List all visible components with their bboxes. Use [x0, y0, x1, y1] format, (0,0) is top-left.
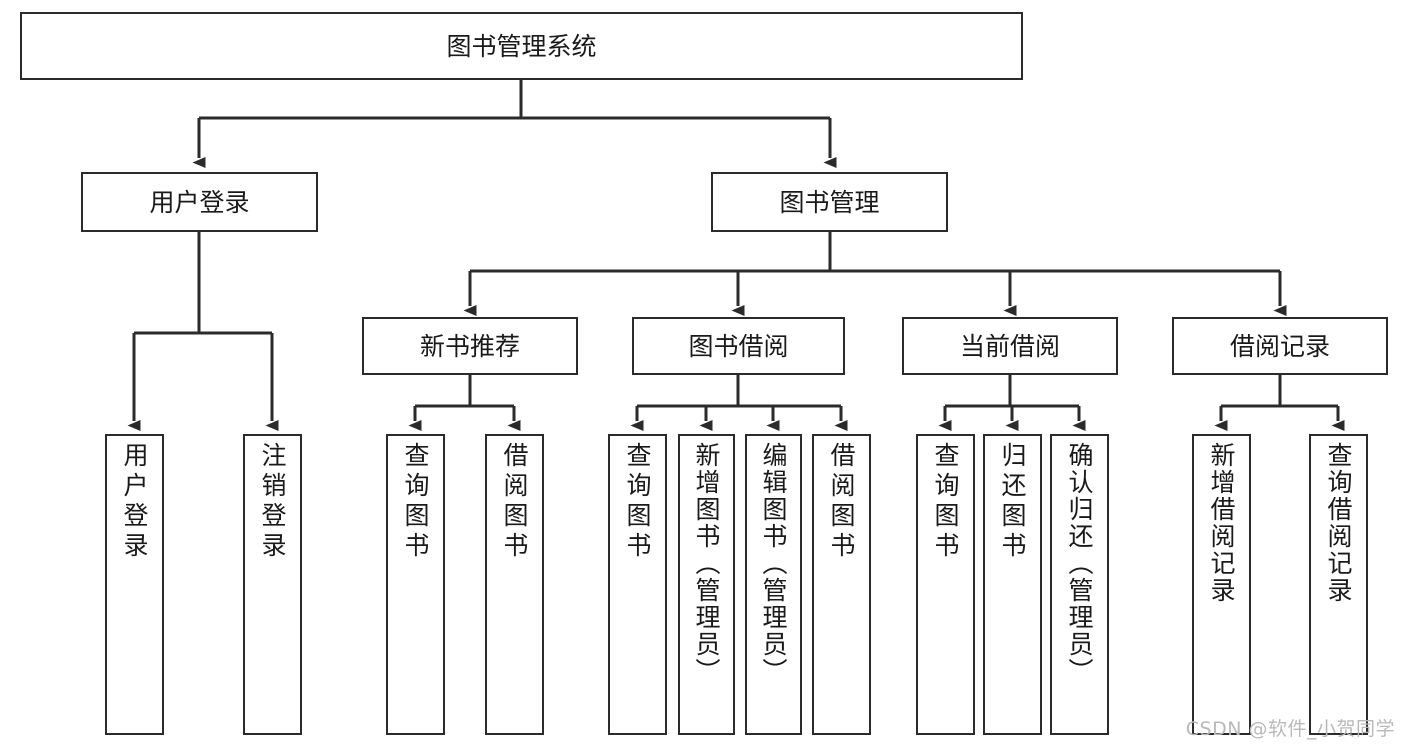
node-label: 用户登录 — [120, 442, 149, 562]
node-label: 确认归还（管理员） — [1065, 442, 1094, 685]
leaf-borrow-book-recommend[interactable]: 借阅图书 — [485, 434, 544, 735]
leaf-add-borrow-record[interactable]: 新增借阅记录 — [1192, 434, 1251, 735]
node-label: 借阅图书 — [827, 442, 856, 562]
node-label: 借阅图书 — [500, 442, 529, 562]
leaf-borrow-book-borrow[interactable]: 借阅图书 — [812, 434, 871, 735]
node-label: 新增图书（管理员） — [692, 442, 721, 685]
node-book-borrow[interactable]: 图书借阅 — [632, 317, 845, 375]
leaf-query-book-borrow[interactable]: 查询图书 — [608, 434, 667, 735]
node-label: 注销登录 — [258, 442, 287, 562]
csdn-watermark: CSDN @软件_小贺同学 — [1185, 718, 1395, 740]
node-label: 查询图书 — [931, 442, 960, 562]
node-label: 图书借阅 — [688, 331, 789, 361]
node-label: 查询借阅记录 — [1324, 442, 1353, 604]
node-label: 借阅记录 — [1229, 331, 1330, 361]
node-label: 图书管理系统 — [446, 31, 597, 61]
leaf-add-book-admin[interactable]: 新增图书（管理员） — [678, 434, 735, 735]
node-label: 新增借阅记录 — [1207, 442, 1236, 604]
node-label: 新书推荐 — [419, 331, 520, 361]
node-label: 归还图书 — [998, 442, 1027, 562]
node-current-borrow[interactable]: 当前借阅 — [902, 317, 1118, 375]
node-new-book-recommend[interactable]: 新书推荐 — [362, 317, 578, 375]
node-label: 查询图书 — [623, 442, 652, 562]
node-book-management[interactable]: 图书管理 — [711, 172, 948, 232]
node-label: 用户登录 — [149, 187, 250, 217]
node-user-login[interactable]: 用户登录 — [81, 172, 318, 232]
leaf-edit-book-admin[interactable]: 编辑图书（管理员） — [745, 434, 802, 735]
leaf-return-book[interactable]: 归还图书 — [983, 434, 1042, 735]
leaf-logout-login[interactable]: 注销登录 — [243, 434, 302, 735]
leaf-confirm-return-admin[interactable]: 确认归还（管理员） — [1050, 434, 1109, 735]
node-label: 编辑图书（管理员） — [759, 442, 788, 685]
leaf-query-borrow-record[interactable]: 查询借阅记录 — [1309, 434, 1368, 735]
node-label: 图书管理 — [779, 187, 880, 217]
leaf-query-book-recommend[interactable]: 查询图书 — [386, 434, 445, 735]
node-borrow-record[interactable]: 借阅记录 — [1172, 317, 1388, 375]
leaf-user-login[interactable]: 用户登录 — [105, 434, 164, 735]
leaf-query-book-current[interactable]: 查询图书 — [916, 434, 975, 735]
node-label: 当前借阅 — [959, 331, 1060, 361]
node-label: 查询图书 — [401, 442, 430, 562]
node-root-book-management-system[interactable]: 图书管理系统 — [20, 12, 1023, 80]
